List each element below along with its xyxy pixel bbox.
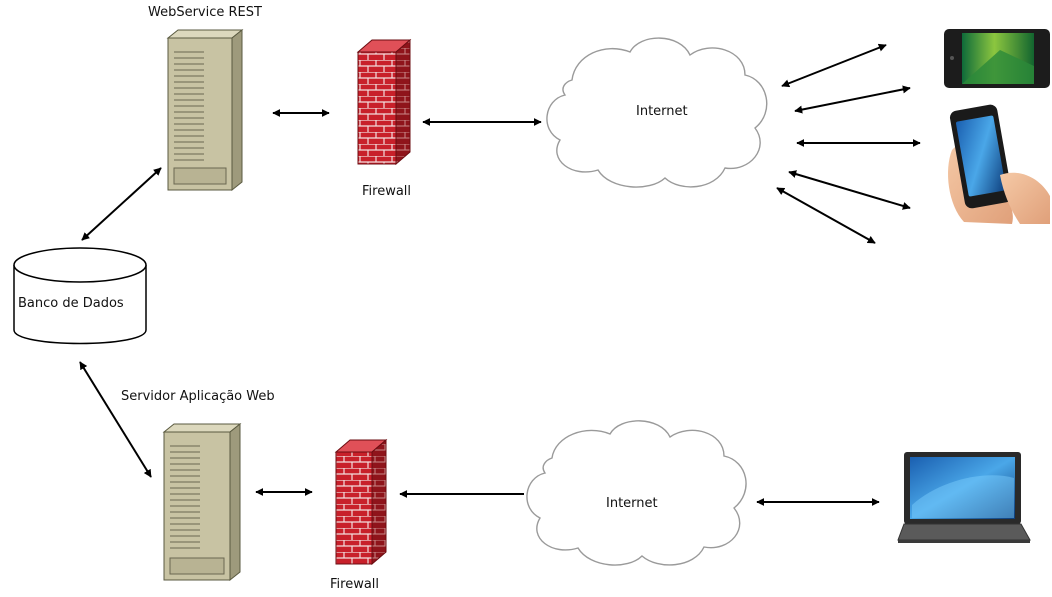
internet-top-label: Internet (636, 104, 688, 119)
app-server-icon (162, 422, 242, 582)
webservice-server-icon (166, 28, 244, 192)
arrow-db-ws (81, 167, 162, 241)
tablet-icon (944, 29, 1050, 88)
firewall-bottom-label: Firewall (330, 577, 380, 592)
firewall-top-icon (356, 38, 412, 166)
firewall-bottom-icon (334, 438, 388, 566)
arrow-db-appserver (79, 361, 152, 478)
internet-bottom-label: Internet (606, 496, 658, 511)
laptop-icon (897, 452, 1031, 543)
database-icon (13, 247, 147, 345)
internet-cloud-top-icon (546, 37, 768, 188)
app-server-label: Servidor Aplicação Web (121, 389, 275, 404)
smartphone-in-hand-icon (948, 104, 1050, 224)
database-label: Banco de Dados (18, 296, 124, 311)
internet-cloud-bottom-icon (526, 420, 747, 566)
arrow-internet-device-4 (788, 170, 911, 210)
arrow-internet-device-1 (781, 43, 887, 88)
webservice-label: WebService REST (148, 5, 262, 20)
arrow-internet-device-5 (776, 187, 876, 244)
connectors (79, 43, 921, 506)
firewall-top-label: Firewall (362, 184, 412, 199)
arrow-internet-device-2 (794, 85, 911, 114)
